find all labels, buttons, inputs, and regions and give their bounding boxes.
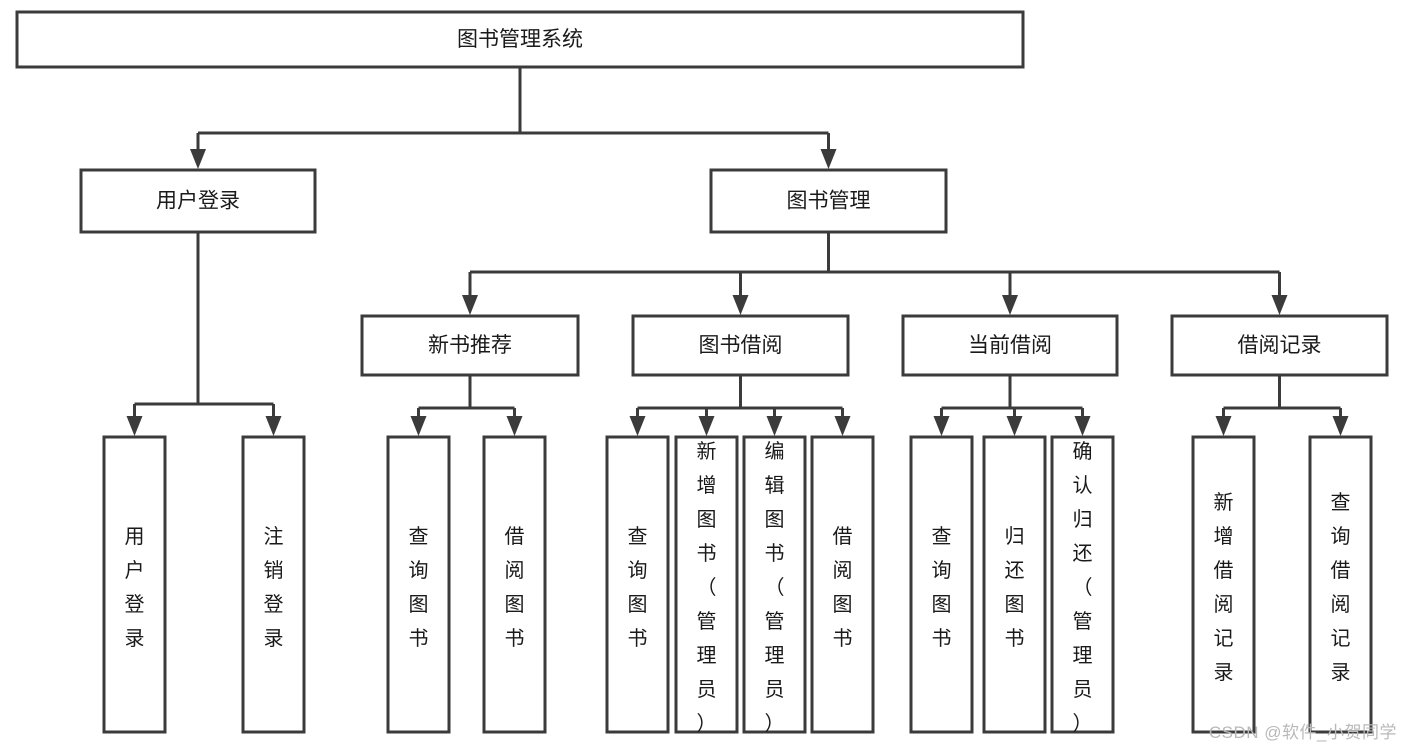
nodes-layer: 图书管理系统用户登录图书管理新书推荐图书借阅当前借阅借阅记录用户登录注销登录查询… — [15, 10, 1389, 735]
edge-group-l2_1 — [462, 232, 1288, 315]
node-l3_1[interactable]: 图书借阅 — [631, 314, 850, 377]
edges-layer — [126, 67, 1349, 436]
node-leaf_12[interactable]: 查询借阅记录 — [1308, 435, 1373, 734]
node-label: 确认归还（管理员） — [1073, 440, 1093, 735]
node-box[interactable] — [810, 435, 875, 734]
arrow-head-icon — [629, 416, 646, 436]
node-label: 新增图书（管理员） — [697, 440, 717, 735]
node-label: 查询图书 — [628, 525, 648, 650]
node-label: 查询图书 — [932, 525, 952, 650]
arrow-head-icon — [126, 416, 143, 436]
node-leaf_0[interactable]: 用户登录 — [102, 435, 167, 734]
node-leaf_10[interactable]: 确认归还（管理员） — [1050, 435, 1115, 735]
node-label: 图书借阅 — [699, 334, 783, 357]
node-label: 借阅图书 — [833, 525, 853, 650]
node-box[interactable] — [742, 435, 807, 734]
edge-group-l3_0 — [410, 375, 523, 436]
arrow-head-icon — [1006, 416, 1023, 436]
node-label: 查询图书 — [409, 525, 429, 650]
node-box[interactable] — [241, 435, 306, 734]
edge-group-l3_2 — [933, 375, 1091, 436]
edge-group-l2_0 — [126, 232, 282, 436]
node-label: 图书管理 — [787, 190, 871, 213]
node-label: 借阅图书 — [505, 525, 525, 650]
node-leaf_4[interactable]: 查询图书 — [605, 435, 670, 734]
node-box[interactable] — [102, 435, 167, 734]
node-label: 注销登录 — [264, 525, 284, 650]
node-l2_0[interactable]: 用户登录 — [79, 168, 317, 234]
node-root[interactable]: 图书管理系统 — [15, 10, 1025, 69]
arrow-head-icon — [1271, 295, 1288, 315]
arrow-head-icon — [462, 295, 478, 315]
node-label: 查询借阅记录 — [1331, 491, 1351, 684]
node-box[interactable] — [1050, 435, 1115, 734]
node-leaf_8[interactable]: 查询图书 — [909, 435, 974, 734]
node-box[interactable] — [482, 435, 547, 734]
node-box[interactable] — [1191, 435, 1256, 734]
arrow-head-icon — [410, 416, 427, 436]
node-l3_2[interactable]: 当前借阅 — [901, 314, 1119, 377]
node-l2_1[interactable]: 图书管理 — [709, 168, 948, 234]
node-label: 编辑图书（管理员） — [765, 440, 785, 735]
node-box[interactable] — [909, 435, 974, 734]
node-leaf_5[interactable]: 新增图书（管理员） — [674, 435, 739, 735]
arrow-head-icon — [190, 149, 206, 169]
arrow-head-icon — [265, 416, 282, 436]
node-leaf_11[interactable]: 新增借阅记录 — [1191, 435, 1256, 734]
node-label: 用户登录 — [156, 190, 240, 213]
edge-group-root — [190, 67, 837, 169]
arrow-head-icon — [732, 295, 749, 315]
node-label: 当前借阅 — [968, 334, 1052, 357]
arrow-head-icon — [766, 416, 783, 436]
node-box[interactable] — [605, 435, 670, 734]
node-leaf_3[interactable]: 借阅图书 — [482, 435, 547, 734]
arrow-head-icon — [834, 416, 851, 436]
node-box[interactable] — [901, 314, 1119, 377]
node-label: 新书推荐 — [428, 334, 512, 357]
node-box[interactable] — [15, 10, 1025, 69]
node-box[interactable] — [709, 168, 948, 234]
node-leaf_7[interactable]: 借阅图书 — [810, 435, 875, 734]
arrow-head-icon — [506, 416, 523, 436]
node-l3_3[interactable]: 借阅记录 — [1170, 314, 1389, 377]
node-leaf_1[interactable]: 注销登录 — [241, 435, 306, 734]
node-label: 图书管理系统 — [457, 28, 583, 51]
arrow-head-icon — [933, 416, 950, 436]
node-box[interactable] — [982, 435, 1047, 734]
node-label: 归还图书 — [1005, 525, 1025, 650]
node-box[interactable] — [79, 168, 317, 234]
node-leaf_9[interactable]: 归还图书 — [982, 435, 1047, 734]
node-box[interactable] — [386, 435, 451, 734]
node-label: 借阅记录 — [1238, 334, 1322, 357]
edge-group-l3_3 — [1215, 375, 1349, 436]
node-leaf_2[interactable]: 查询图书 — [386, 435, 451, 734]
arrow-head-icon — [1332, 416, 1349, 436]
node-box[interactable] — [674, 435, 739, 734]
node-box[interactable] — [1170, 314, 1389, 377]
node-l3_0[interactable]: 新书推荐 — [360, 314, 580, 377]
arrow-head-icon — [698, 416, 715, 436]
node-label: 用户登录 — [125, 526, 145, 650]
arrow-head-icon — [820, 149, 837, 169]
node-box[interactable] — [1308, 435, 1373, 734]
arrow-head-icon — [1215, 416, 1232, 436]
node-label: 新增借阅记录 — [1214, 491, 1234, 684]
node-leaf_6[interactable]: 编辑图书（管理员） — [742, 435, 807, 735]
node-box[interactable] — [631, 314, 850, 377]
arrow-head-icon — [1074, 416, 1091, 436]
edge-group-l3_1 — [629, 375, 851, 436]
arrow-head-icon — [1002, 295, 1018, 315]
node-box[interactable] — [360, 314, 580, 377]
